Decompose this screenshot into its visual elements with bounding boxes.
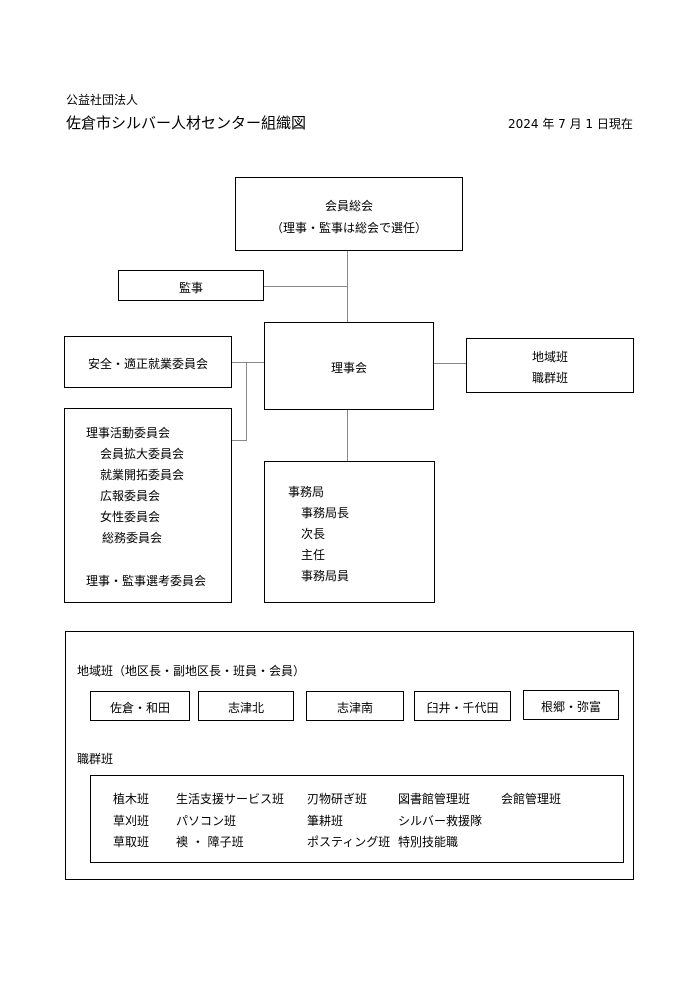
committee-item: 就業開拓委員会 (100, 468, 185, 482)
connector-committees-vert (246, 362, 248, 440)
job-group-item: 会館管理班 (501, 792, 562, 806)
groups-box: 地域班 職群班 (466, 338, 634, 393)
connector-board-secretariat (347, 409, 349, 462)
job-groups-title: 職群班 (77, 752, 114, 766)
area-group-item: 志津南 (306, 691, 404, 721)
secretariat-item: 次長 (301, 527, 326, 541)
job-group-item: 刃物研ぎ班 (307, 792, 368, 806)
area-group-label: 臼井・千代田 (426, 701, 499, 715)
org-type: 公益社団法人 (66, 93, 139, 107)
area-group-item: 臼井・千代田 (414, 691, 511, 721)
committees-box: 理事活動委員会 会員拡大委員会 就業開拓委員会 広報委員会 女性委員会 総務委員… (64, 408, 232, 603)
area-group-label: 志津南 (336, 701, 373, 715)
area-group-item: 根郷・弥富 (523, 690, 619, 720)
committee-item: 女性委員会 (100, 510, 161, 524)
auditor-box: 監事 (118, 270, 264, 301)
connector-safety (231, 362, 265, 364)
job-group-item: パソコン班 (176, 814, 237, 828)
groups-detail-box: 地域班（地区長・副地区長・班員・会員） 佐倉・和田 志津北 志津南 臼井・千代田… (65, 631, 634, 880)
secretariat-item: 事務局長 (301, 506, 350, 520)
area-group-item: 志津北 (198, 691, 294, 721)
job-group-item: 植木班 (113, 792, 150, 806)
committee-item: 会員拡大委員会 (100, 447, 185, 461)
job-group-item: 草刈班 (113, 814, 150, 828)
groups-job-label: 職群班 (531, 371, 568, 385)
secretariat-item: 主任 (301, 548, 326, 562)
committee-item: 総務委員会 (102, 531, 163, 545)
election-committee: 理事・監事選考委員会 (86, 574, 207, 588)
area-group-label: 根郷・弥富 (540, 700, 601, 714)
secretariat-box: 事務局 事務局長 次長 主任 事務局員 (264, 461, 435, 603)
general-meeting-note: （理事・監事は総会で選任） (270, 221, 427, 235)
board-label: 理事会 (330, 361, 367, 375)
board-box: 理事会 (264, 322, 434, 410)
job-group-item: 生活支援サービス班 (176, 792, 285, 806)
general-meeting-title: 会員総会 (324, 199, 373, 213)
job-group-item: 草取班 (113, 835, 150, 849)
auditor-label: 監事 (178, 281, 203, 295)
job-groups-list-box: 植木班 草刈班 草取班 生活支援サービス班 パソコン班 襖 ・ 障子班 刃物研ぎ… (90, 775, 624, 863)
safety-committee-label: 安全・適正就業委員会 (87, 357, 208, 371)
area-group-label: 志津北 (227, 701, 264, 715)
area-groups-title: 地域班（地区長・副地区長・班員・会員） (77, 664, 306, 678)
committees-heading: 理事活動委員会 (86, 426, 171, 440)
area-group-label: 佐倉・和田 (109, 701, 170, 715)
secretariat-item: 事務局員 (301, 569, 350, 583)
connector-groups (433, 363, 467, 365)
job-group-item: 図書館管理班 (398, 792, 471, 806)
connector-auditor (263, 286, 348, 288)
job-group-item: 筆耕班 (307, 814, 344, 828)
job-group-item: シルバー救援隊 (398, 814, 483, 828)
groups-area-label: 地域班 (531, 350, 568, 364)
as-of-date: 2024 年 7 月 1 日現在 (508, 117, 633, 131)
job-group-item: 特別技能職 (398, 835, 459, 849)
connector-committees-horiz (231, 440, 247, 442)
job-group-item: 襖 ・ 障子班 (176, 835, 244, 849)
area-group-item: 佐倉・和田 (90, 691, 190, 721)
page-title: 佐倉市シルバー人材センター組織図 (66, 114, 307, 132)
secretariat-heading: 事務局 (288, 485, 325, 499)
job-group-item: ポスティング班 (307, 835, 391, 849)
safety-committee-box: 安全・適正就業委員会 (64, 336, 232, 388)
committee-item: 広報委員会 (100, 489, 161, 503)
general-meeting-box: 会員総会 （理事・監事は総会で選任） (235, 177, 463, 251)
